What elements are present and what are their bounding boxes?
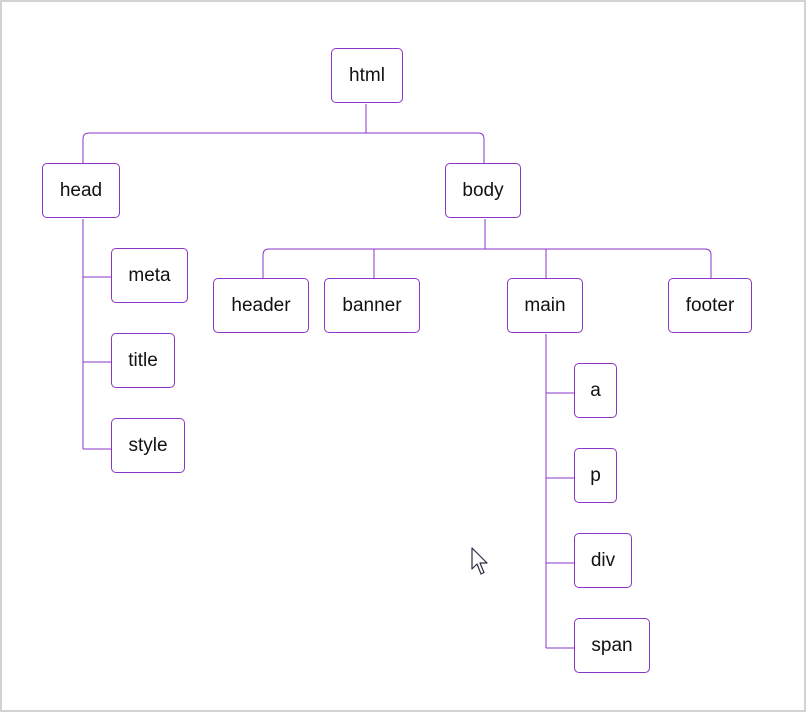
node-main[interactable]: main [507, 278, 583, 333]
node-footer[interactable]: footer [668, 278, 752, 333]
node-span[interactable]: span [574, 618, 650, 673]
mouse-pointer-icon [471, 547, 488, 575]
link-html-children [82, 104, 485, 165]
node-banner[interactable]: banner [324, 278, 420, 333]
link-body-children [262, 219, 712, 280]
node-header[interactable]: header [213, 278, 309, 333]
node-html[interactable]: html [331, 48, 403, 103]
node-style[interactable]: style [111, 418, 185, 473]
node-a[interactable]: a [574, 363, 617, 418]
link-head-children [82, 219, 113, 450]
link-main-children [545, 334, 576, 649]
node-div[interactable]: div [574, 533, 632, 588]
node-head[interactable]: head [42, 163, 120, 218]
node-p[interactable]: p [574, 448, 617, 503]
node-meta[interactable]: meta [111, 248, 188, 303]
node-body[interactable]: body [445, 163, 521, 218]
node-title[interactable]: title [111, 333, 175, 388]
